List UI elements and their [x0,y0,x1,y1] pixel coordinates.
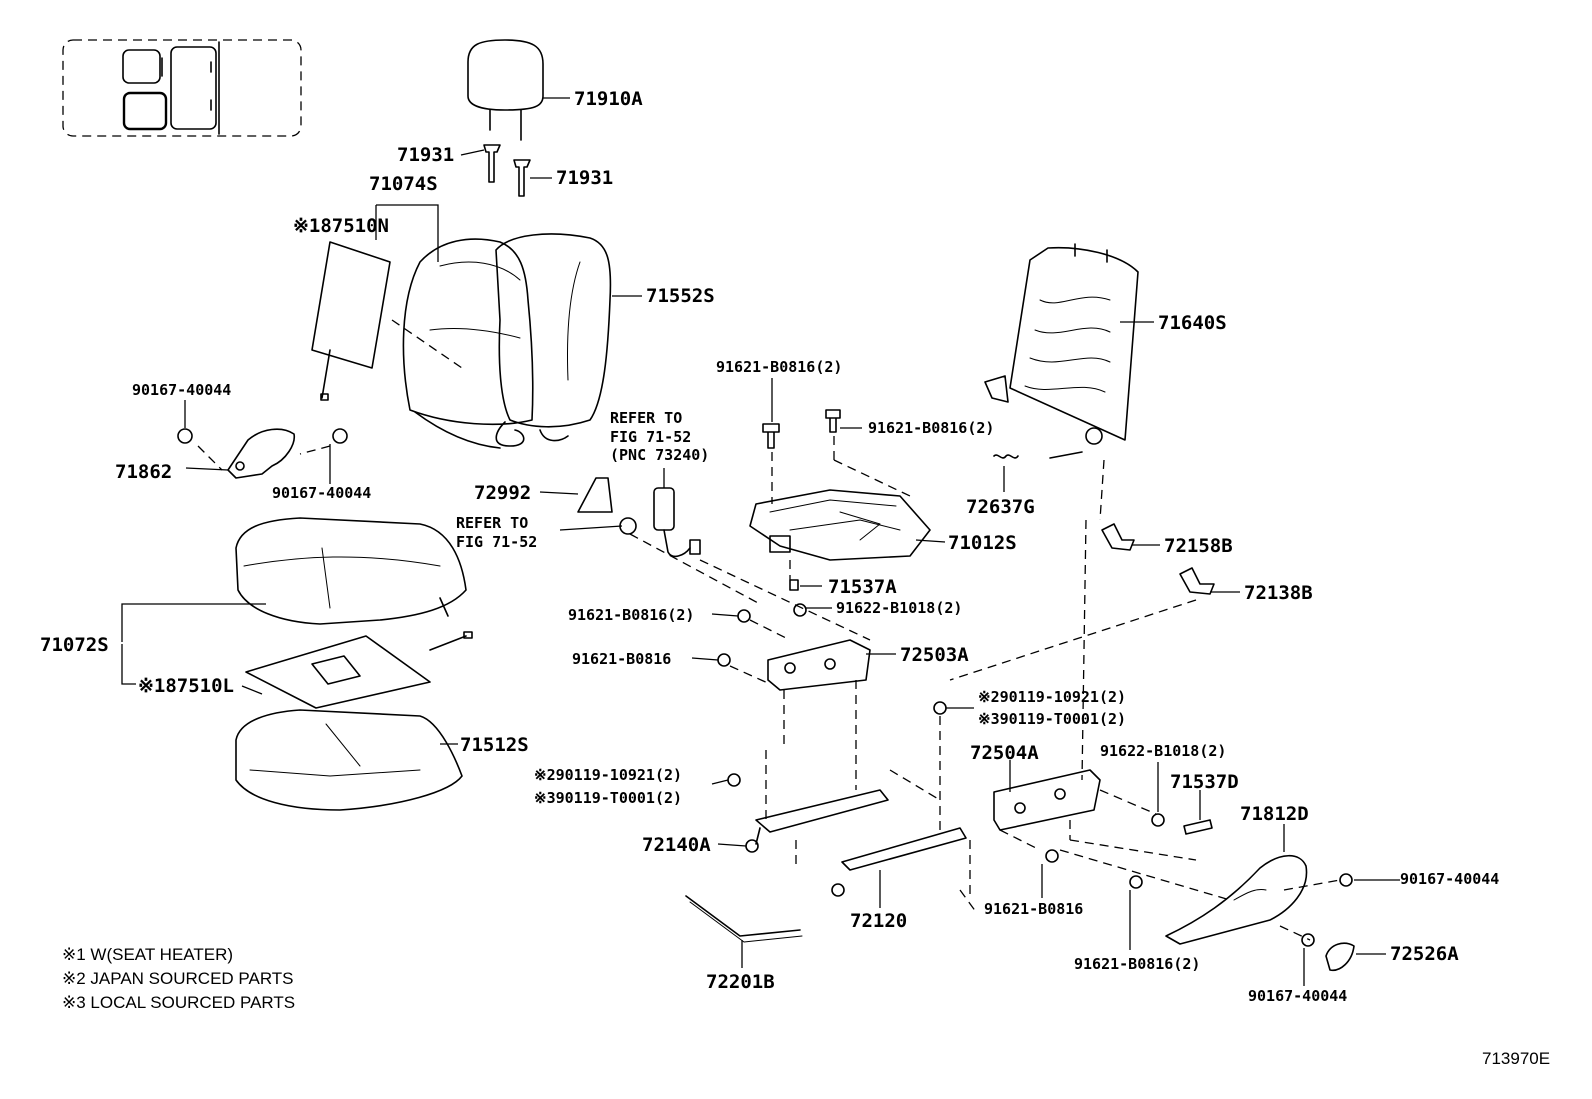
cushion-heater-mat-drawing [245,631,473,709]
locator-inset [62,39,302,137]
label-71931-b: 71931 [556,167,613,189]
cushion-cover-drawing [235,517,467,625]
assembly-lines [197,319,1341,941]
cushion-pad-drawing [235,709,463,811]
buckle-drawing [619,487,701,558]
note-2: ※2 JAPAN SOURCED PARTS [62,969,294,988]
headrest-guide-drawings [483,144,531,197]
label-72138B: 72138B [1244,582,1313,604]
label-72201B: 72201B [706,971,775,993]
label-71537D: 71537D [1170,771,1239,793]
label-71931-a: 71931 [397,144,454,166]
figure-id: 713970E [1482,1049,1550,1068]
label-71552S: 71552S [646,285,715,307]
headrest-drawing [467,39,544,141]
note-3: ※3 LOCAL SOURCED PARTS [62,993,295,1012]
label-72140A: 72140A [642,834,711,856]
label-90167-40044-b: 90167-40044 [272,484,371,502]
back-heater-mat-drawing [311,241,391,401]
refer-to-1-line1: REFER TO [610,409,682,427]
label-71862: 71862 [115,461,172,483]
label-71640S: 71640S [1158,312,1227,334]
label-90119-10921-b: ※290119-10921(2) [978,688,1126,706]
label-72526A: 72526A [1390,943,1459,965]
bolt-drawings [717,409,1353,947]
label-72992: 72992 [474,482,531,504]
seat-track-right-drawing [831,827,967,897]
label-87510L: ※187510L [138,675,234,697]
label-91621-b0816-b: 91621-B0816 [984,900,1083,918]
trim-cover-drawing [577,477,613,513]
side-shield-drawing [1165,854,1308,945]
legend-notes: ※1 W(SEAT HEATER) ※2 JAPAN SOURCED PARTS… [62,945,295,1012]
wire-drawing [685,895,803,943]
seatback-frame-drawing [984,243,1139,445]
leader-lines [121,97,1400,986]
recliner-inner-drawing [767,639,871,691]
label-87510N: ※187510N [293,215,389,237]
part-71537a-drawing [789,579,799,591]
label-90167-40044-c: 90167-40044 [1400,870,1499,888]
label-91621-b0816-2-c: 91621-B0816(2) [568,606,694,624]
seatback-pad-drawing [495,233,612,447]
label-71812D: 71812D [1240,803,1309,825]
cushion-frame-drawing [749,489,931,561]
small-clip-drawings [1101,523,1215,595]
label-71910A: 71910A [574,88,643,110]
note-1: ※1 W(SEAT HEATER) [62,945,233,964]
spring-drawing [993,451,1083,459]
label-72158B: 72158B [1164,535,1233,557]
knob-drawing [1325,942,1355,971]
label-71512S: 71512S [460,734,529,756]
label-72120: 72120 [850,910,907,932]
label-71072S: 71072S [40,634,109,656]
label-71537A: 71537A [828,576,897,598]
refer-to-2-line1: REFER TO [456,514,528,532]
label-91621-b0816-2-a: 91621-B0816(2) [716,358,842,376]
label-72504A: 72504A [970,742,1039,764]
screw-drawings-upper-left [177,428,348,444]
refer-to-2-line2: FIG 71-52 [456,533,537,551]
label-91621-b0816-2-d: 91621-B0816(2) [1074,955,1200,973]
hinge-cover-drawing [227,428,296,479]
label-72503A: 72503A [900,644,969,666]
refer-to-1-line2: FIG 71-52 [610,428,691,446]
label-91621-b0816-2-b: 91621-B0816(2) [868,419,994,437]
part-labels: 71910A 71931 71931 71074S ※187510N 71552… [40,88,1499,1005]
label-90167-40044-a: 90167-40044 [132,381,231,399]
refer-to-1-line3: (PNC 73240) [610,446,709,464]
label-90119-t0001-b: ※390119-T0001(2) [978,710,1126,728]
label-71012S: 71012S [948,532,1017,554]
seat-track-left-drawing [745,789,889,853]
label-90167-40044-d: 90167-40044 [1248,987,1347,1005]
label-90119-10921-a: ※290119-10921(2) [534,766,682,784]
recliner-outer-drawing [993,769,1101,831]
label-72637G: 72637G [966,496,1035,518]
label-91622-b1018-2-b: 91622-B1018(2) [1100,742,1226,760]
seatback-cover-drawing [402,238,534,449]
pin-71537d-drawing [1183,819,1213,835]
label-91621-b0816-a: 91621-B0816 [572,650,671,668]
label-71074S: 71074S [369,173,438,195]
label-90119-t0001-a: ※390119-T0001(2) [534,789,682,807]
label-91622-b1018-2-a: 91622-B1018(2) [836,599,962,617]
